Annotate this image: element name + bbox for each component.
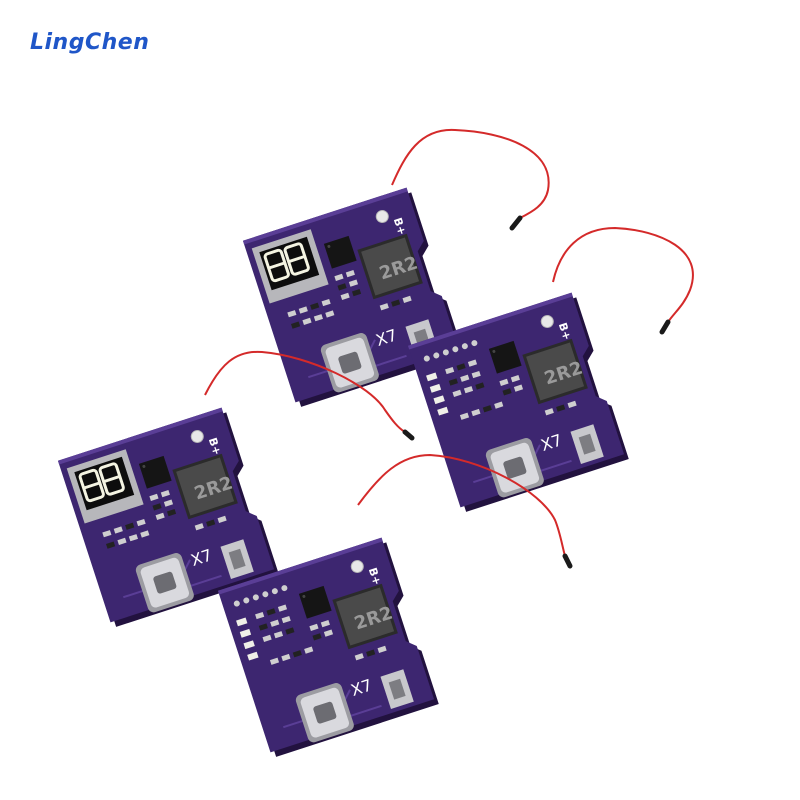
board-1-terminal-label: B+ [391,216,409,237]
board-2-terminal-label: B+ [556,321,574,342]
brand-logo: LingChen [30,30,150,55]
board-4-group: 2R2 B+ X7 [216,453,573,760]
board-4-terminal-label: B+ [366,566,384,587]
board-3-terminal-label: B+ [206,436,224,457]
board-2-group: 2R2 B+ X7 [406,226,694,515]
board-3-group: 2R2 B+ X7 [56,350,415,630]
board-1-group: 2R2 B+ X7 [241,128,550,410]
